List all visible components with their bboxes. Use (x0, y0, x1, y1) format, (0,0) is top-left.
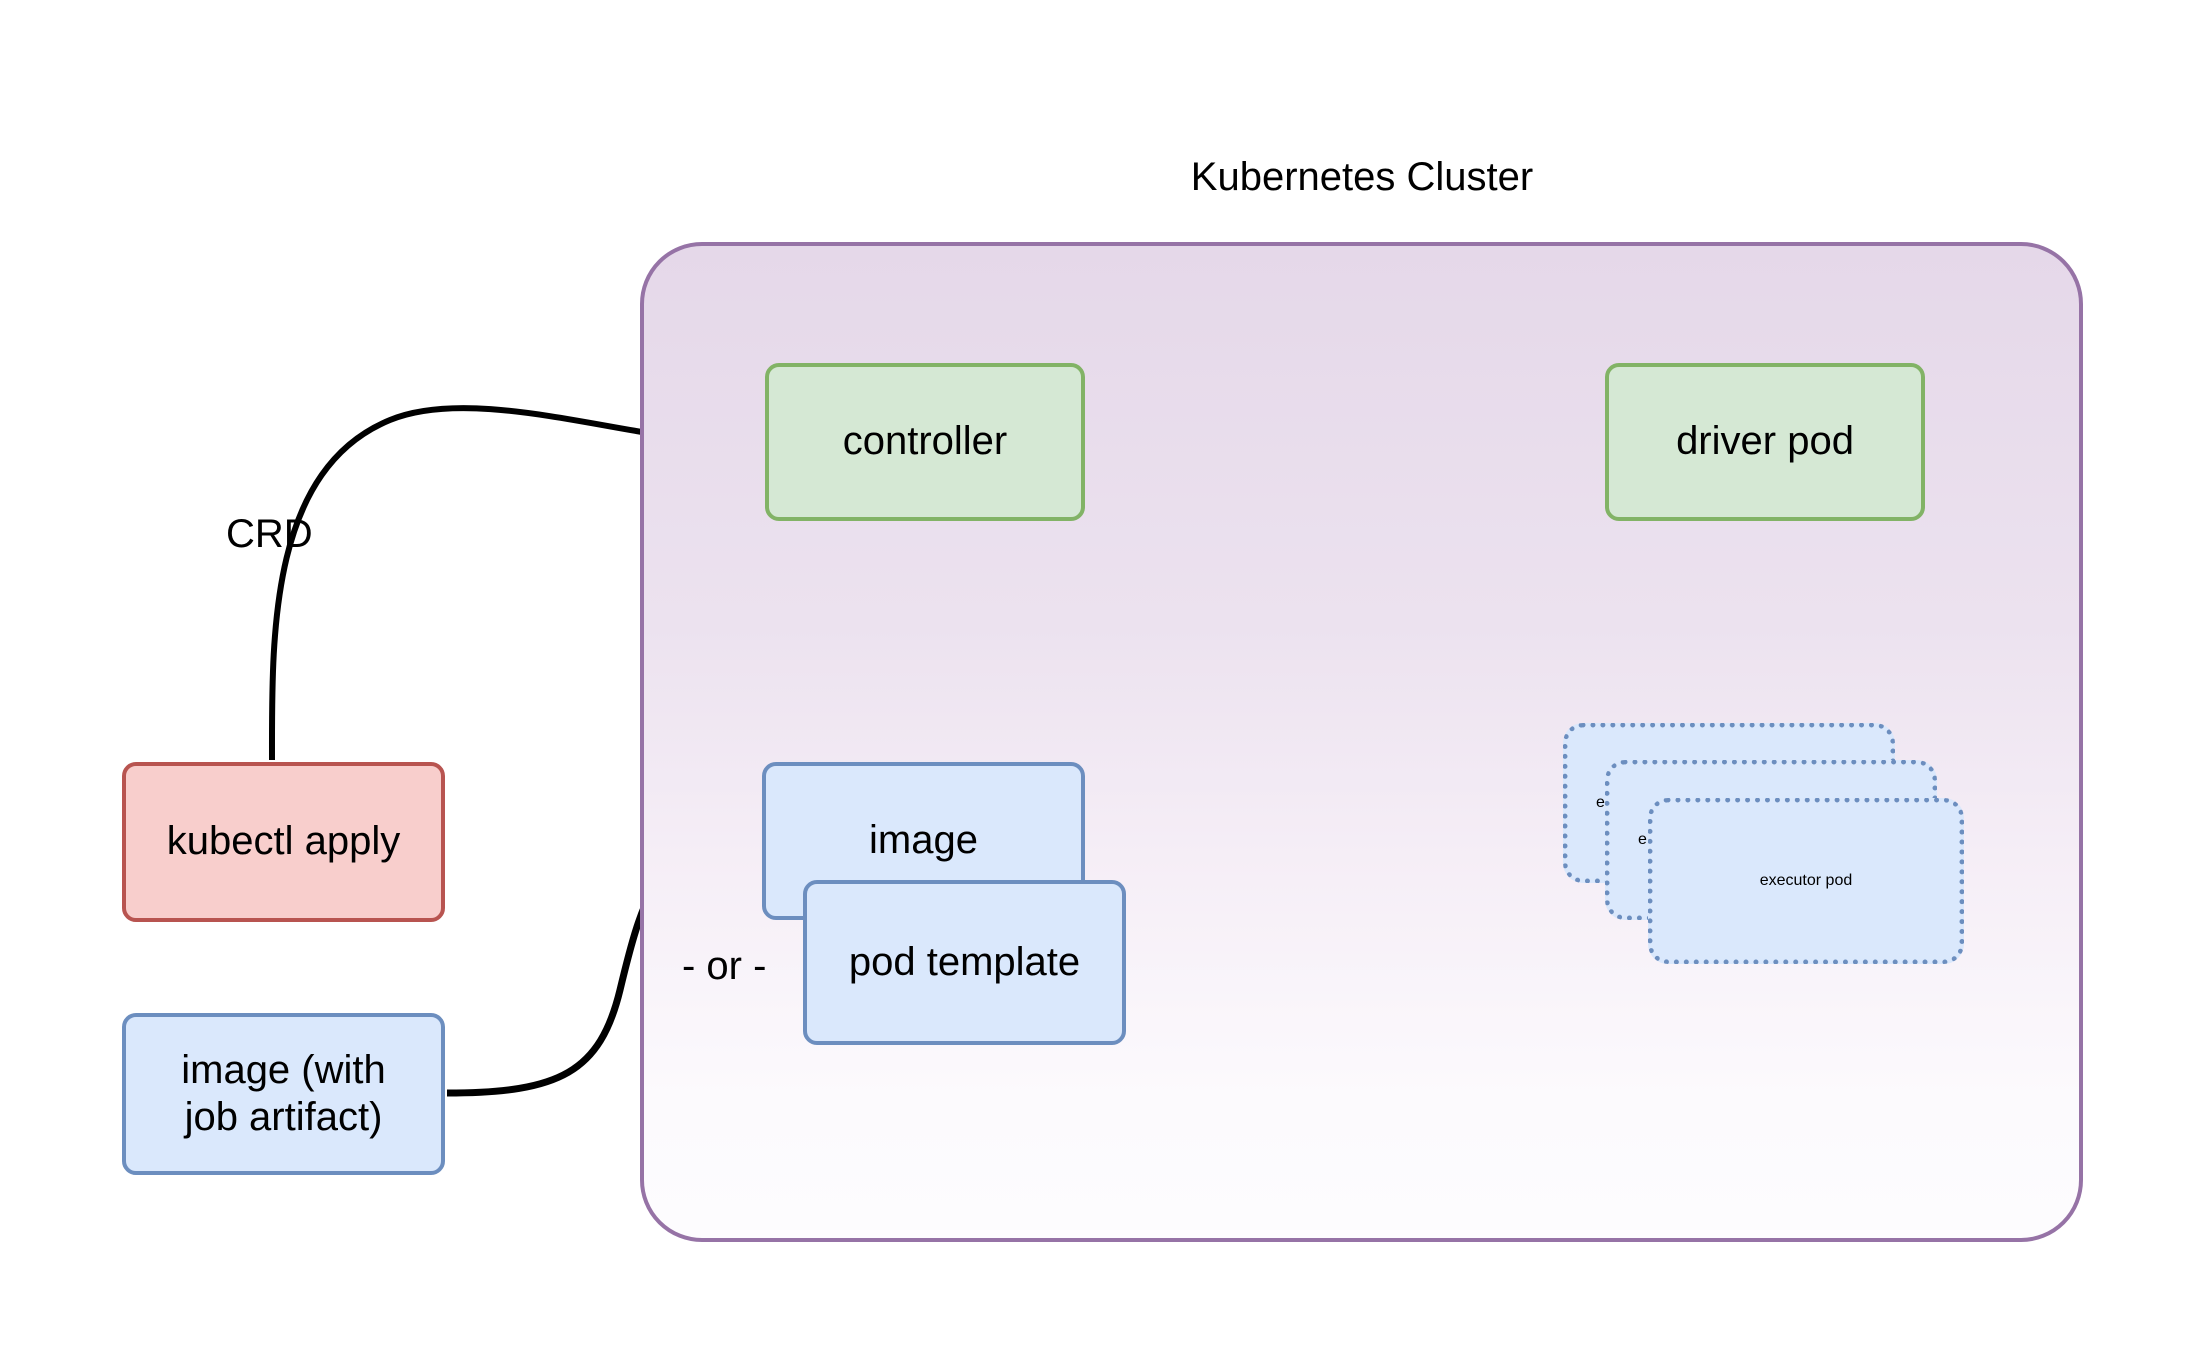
edge-label-crd: CRD (226, 512, 313, 556)
cluster-title: Kubernetes Cluster (1190, 155, 1534, 200)
node-kubectl-apply[interactable]: kubectl apply (122, 762, 445, 922)
node-pod-template[interactable]: pod template (803, 880, 1126, 1045)
node-image-with-job-artifact[interactable]: image (with job artifact) (122, 1013, 445, 1175)
node-driver-pod[interactable]: driver pod (1605, 363, 1925, 521)
node-controller[interactable]: controller (765, 363, 1085, 521)
node-executor-pod-front[interactable]: executor pod (1648, 798, 1964, 964)
edge-label-or: - or - (682, 944, 767, 988)
